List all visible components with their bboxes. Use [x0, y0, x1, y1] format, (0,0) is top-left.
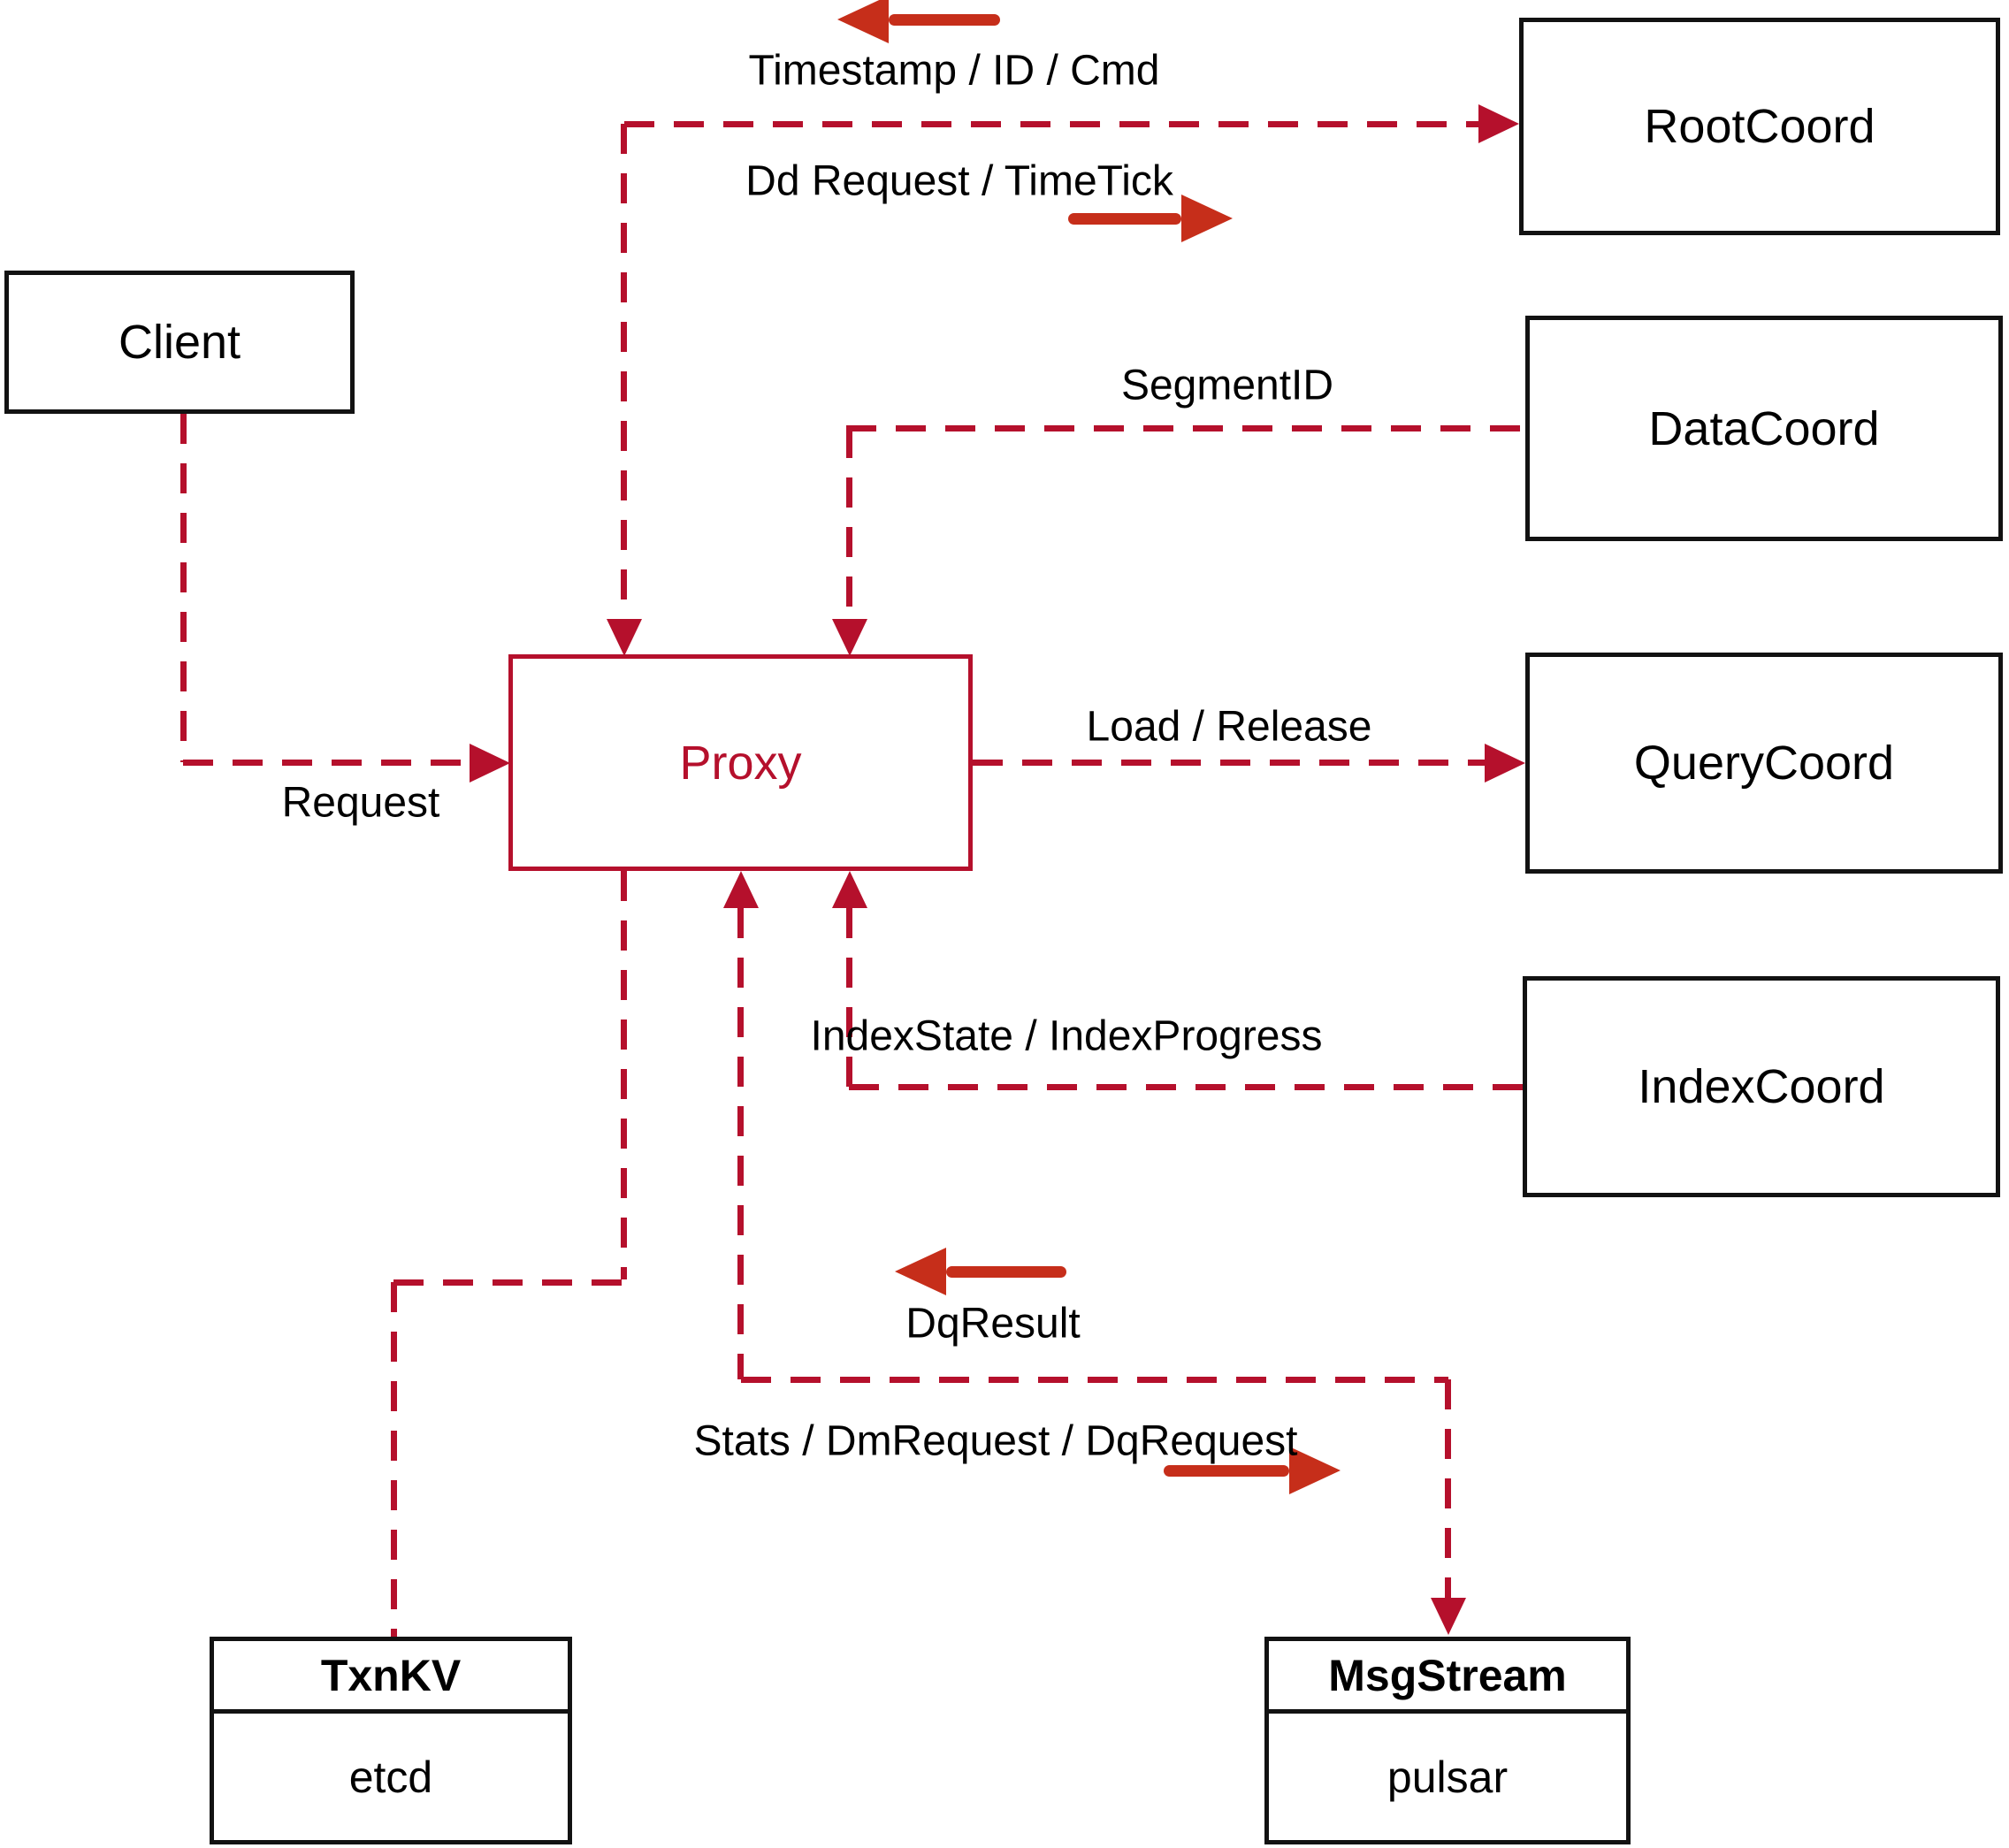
edge-proxy-querycoord-horizontal — [973, 760, 1485, 766]
node-datacoord: DataCoord — [1525, 316, 2003, 541]
arrowhead-into-proxy-left-icon — [470, 744, 510, 783]
edge-label-timestamp-id-cmd: Timestamp / ID / Cmd — [748, 47, 1160, 95]
edge-label-dd-request-timetick: Dd Request / TimeTick — [745, 157, 1173, 205]
node-datacoord-label: DataCoord — [1648, 401, 1880, 455]
node-client-label: Client — [118, 316, 241, 369]
edge-datacoord-proxy-horizontal — [846, 425, 1525, 431]
node-indexcoord-label: IndexCoord — [1638, 1060, 1885, 1113]
node-msgstream-title: MsgStream — [1269, 1641, 1626, 1714]
arrowhead-into-proxy-bottom-left-icon — [723, 871, 759, 908]
edge-indexcoord-proxy-vertical — [846, 908, 852, 1087]
edge-proxy-txnkv-vertical-lower — [391, 1282, 397, 1637]
direction-arrow-right-stats-icon — [1164, 1447, 1341, 1494]
edge-proxy-txnkv-vertical-upper — [621, 871, 627, 1279]
node-msgstream-subtitle: pulsar — [1386, 1752, 1509, 1802]
arrowhead-into-querycoord-icon — [1485, 744, 1525, 783]
arrowhead-into-rootcoord-icon — [1478, 104, 1519, 143]
edge-label-index-state: IndexState / IndexProgress — [810, 1012, 1323, 1060]
edge-proxy-rootcoord-horizontal — [624, 121, 1478, 127]
arrow-right-head-icon — [1181, 195, 1233, 242]
arrow-left-head-icon — [837, 0, 889, 43]
node-txnkv-title: TxnKV — [214, 1641, 568, 1714]
edge-label-request: Request — [281, 779, 440, 827]
node-querycoord-label: QueryCoord — [1633, 737, 1895, 790]
node-txnkv-subtitle: etcd — [348, 1752, 433, 1802]
edge-label-load-release: Load / Release — [1086, 703, 1372, 751]
node-client: Client — [4, 271, 355, 414]
edge-label-segment-id: SegmentID — [1120, 362, 1334, 409]
edge-client-proxy-vertical — [180, 414, 187, 762]
direction-arrow-left-dqresult-icon — [895, 1248, 1066, 1295]
node-proxy: Proxy — [508, 654, 973, 871]
edge-proxy-msgstream-vertical-upper — [737, 908, 744, 1379]
arrow-tail — [889, 13, 1000, 26]
node-querycoord: QueryCoord — [1525, 653, 2003, 874]
node-rootcoord-label: RootCoord — [1644, 100, 1875, 153]
edge-proxy-msgstream-horizontal — [741, 1377, 1448, 1383]
arrowhead-into-proxy-top-right-icon — [832, 619, 867, 656]
direction-arrow-left-top-icon — [837, 0, 1000, 43]
arrow-tail — [1164, 1464, 1289, 1477]
arrow-left-head-icon — [895, 1248, 946, 1295]
arrowhead-into-proxy-bottom-right-icon — [832, 871, 867, 908]
edge-label-dq-result: DqResult — [905, 1300, 1081, 1348]
edge-proxy-txnkv-horizontal — [393, 1279, 627, 1286]
arrowhead-into-msgstream-icon — [1431, 1598, 1466, 1635]
node-proxy-label: Proxy — [679, 736, 802, 790]
node-indexcoord: IndexCoord — [1523, 976, 2000, 1197]
node-txnkv: TxnKV etcd — [210, 1637, 572, 1844]
edge-client-proxy-horizontal — [183, 760, 470, 766]
edge-proxy-msgstream-vertical-lower — [1445, 1379, 1451, 1598]
arrowhead-into-proxy-top-left-icon — [607, 619, 642, 656]
edge-label-stats-dm-dq: Stats / DmRequest / DqRequest — [693, 1417, 1298, 1465]
arrow-right-head-icon — [1289, 1447, 1341, 1494]
edge-datacoord-proxy-vertical — [846, 428, 852, 619]
arrow-tail — [1068, 212, 1181, 225]
node-rootcoord: RootCoord — [1519, 18, 2000, 235]
edge-proxy-rootcoord-vertical — [621, 124, 627, 619]
edge-indexcoord-proxy-horizontal — [849, 1084, 1525, 1090]
direction-arrow-right-top-icon — [1068, 195, 1233, 242]
arrow-tail — [946, 1265, 1066, 1278]
node-msgstream: MsgStream pulsar — [1264, 1637, 1631, 1844]
